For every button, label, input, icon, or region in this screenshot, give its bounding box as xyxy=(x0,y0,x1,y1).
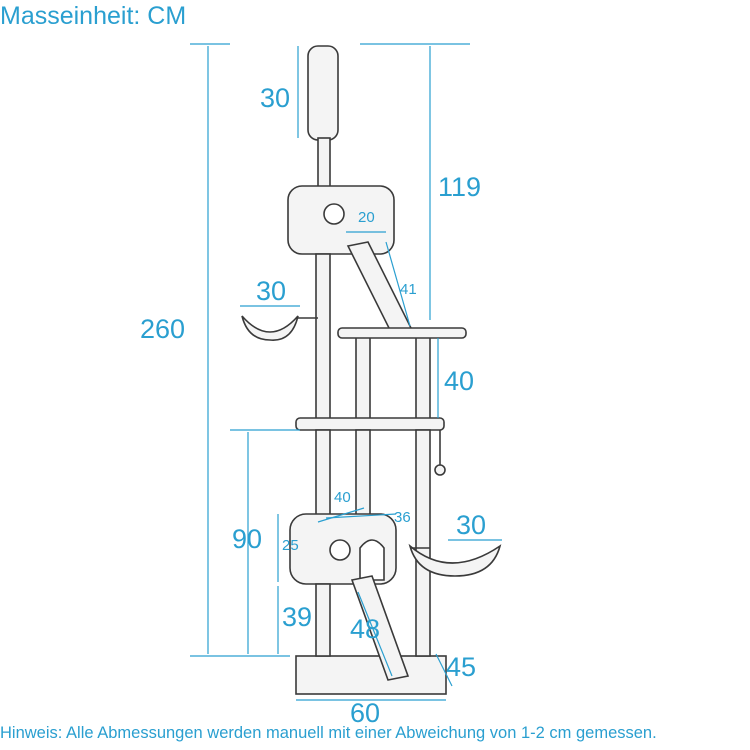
label-top-post: 30 xyxy=(260,83,290,113)
lower-house-width-line xyxy=(317,507,365,523)
dimension-lines xyxy=(190,43,502,701)
lower-ladder-line xyxy=(357,591,393,677)
label-upper-ladder: 41 xyxy=(400,281,417,298)
post-main-left xyxy=(315,253,331,421)
post-lower-left xyxy=(315,429,331,517)
post-lower-mid xyxy=(355,429,371,517)
toy-ball xyxy=(434,464,446,476)
label-platform-gap: 40 xyxy=(444,366,474,396)
base-depth-line xyxy=(435,653,453,687)
page-title: Masseinheit: CM xyxy=(0,2,187,30)
top-house-hole xyxy=(323,203,345,225)
label-base-to-house: 39 xyxy=(282,602,312,632)
label-lower-house-height: 25 xyxy=(282,537,299,554)
top-cap xyxy=(307,45,339,141)
label-top-section: 119 xyxy=(438,172,481,202)
label-lower-section: 90 xyxy=(232,524,262,554)
label-upper-hammock: 30 xyxy=(256,276,286,306)
label-lower-ladder: 48 xyxy=(350,614,380,644)
measurement-note: Hinweis: Alle Abmessungen werden manuell… xyxy=(0,724,657,742)
base-board xyxy=(295,655,447,695)
post-right-upper xyxy=(415,335,431,421)
lower-hammock xyxy=(408,543,502,577)
upper-ladder-line xyxy=(385,241,411,327)
label-total-height: 260 xyxy=(140,314,185,344)
lower-house-depth-line xyxy=(325,513,397,519)
post-lower-right xyxy=(415,429,431,657)
label-top-house-width: 20 xyxy=(358,209,375,226)
lower-house-hole xyxy=(329,539,351,561)
post-bottom-left xyxy=(315,583,331,657)
top-post xyxy=(317,137,331,189)
middle-platform xyxy=(295,417,445,431)
label-base-width: 60 xyxy=(350,698,380,728)
cat-tree-illustration xyxy=(241,45,502,695)
label-lower-hammock: 30 xyxy=(456,510,486,540)
label-base-depth: 45 xyxy=(446,652,476,682)
lower-ladder xyxy=(350,575,410,681)
lower-house-door xyxy=(359,539,385,581)
label-lower-house-depth: 36 xyxy=(394,509,411,526)
post-mid xyxy=(355,335,371,421)
upper-platform xyxy=(337,327,467,339)
label-lower-house-width: 40 xyxy=(334,489,351,506)
upper-hammock xyxy=(241,315,299,341)
